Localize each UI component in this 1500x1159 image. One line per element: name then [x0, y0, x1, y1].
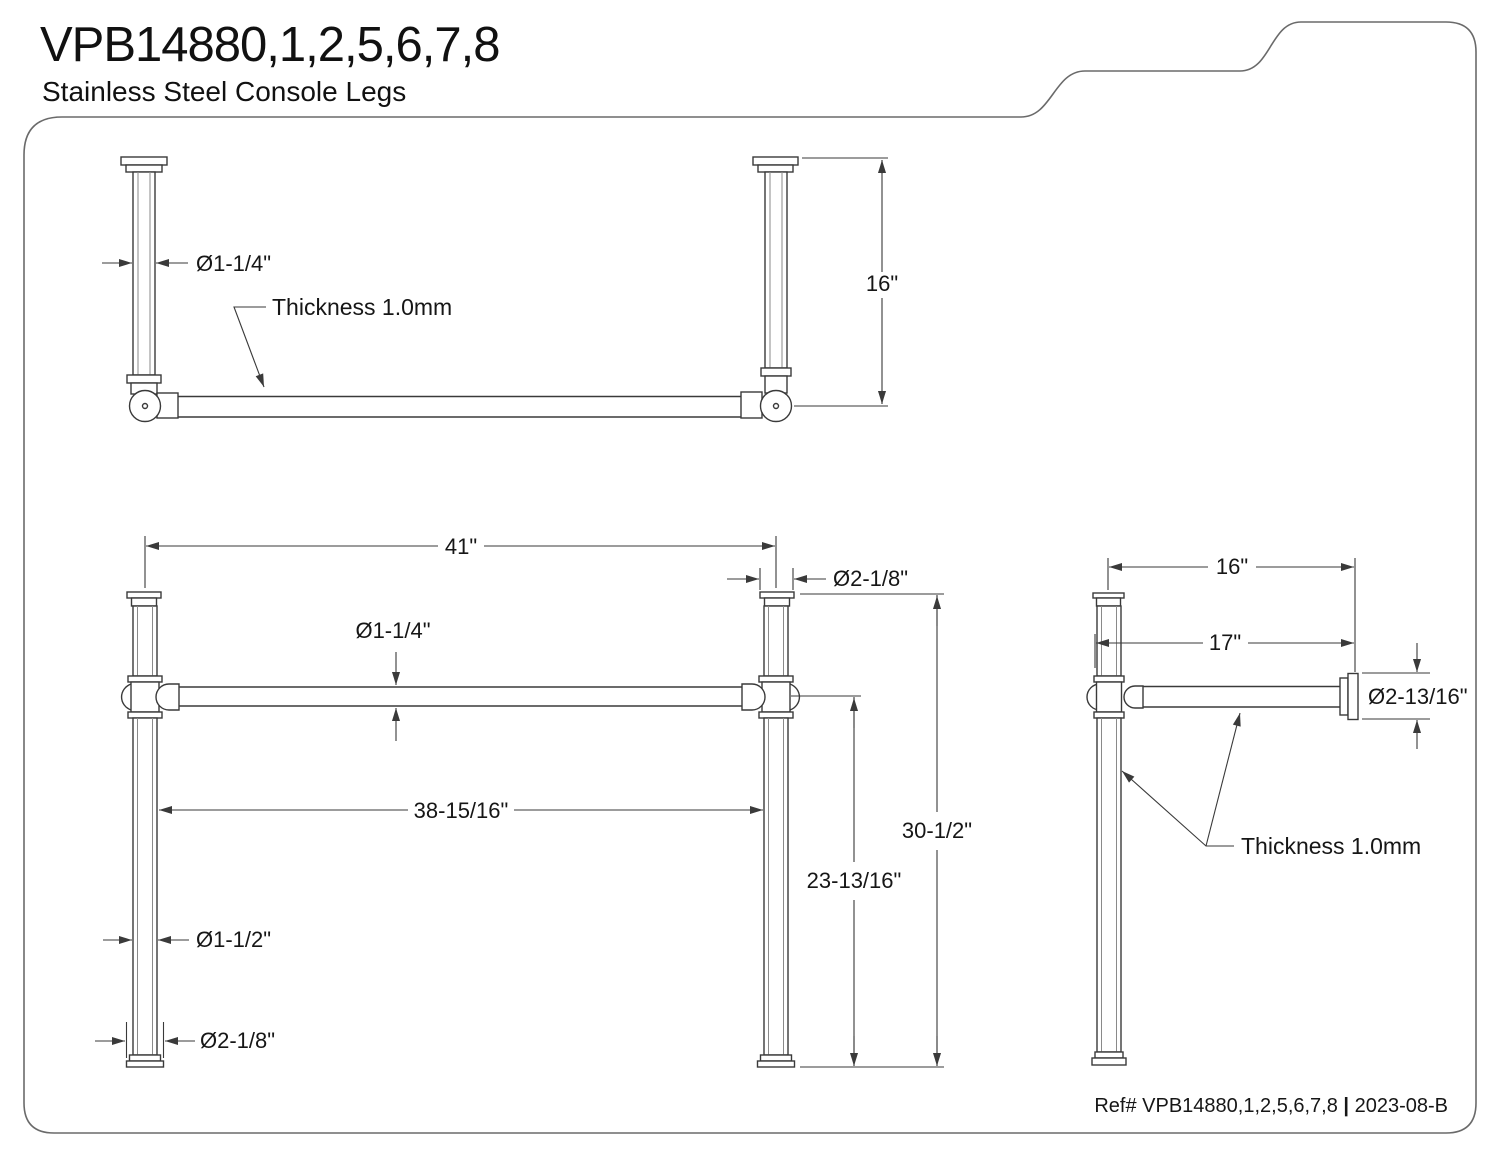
page-title: VPB14880,1,2,5,6,7,8: [40, 18, 500, 72]
leg-top-flange-body: [130, 597, 158, 607]
leg-center-hole: [141, 402, 149, 410]
top-view: [120, 156, 799, 423]
base-flange: [1091, 1057, 1127, 1066]
wall-flange-plate: [120, 156, 168, 166]
sheet-border: [23, 21, 1477, 1134]
dim-wall-flange-diameter-label: Ø2-13/16": [1368, 684, 1468, 709]
thickness-leader: [1205, 712, 1241, 847]
thickness-leader: [1121, 770, 1234, 847]
side-tube: [132, 171, 156, 376]
leg-tube-lower: [1096, 717, 1122, 1053]
dim-leg-diameter-label: Ø1-1/2": [196, 927, 271, 952]
reference-number: Ref# VPB14880,1,2,5,6,7,8 | 2023-08-B: [1094, 1095, 1448, 1117]
ref-revision: 2023-08-B: [1349, 1095, 1448, 1117]
side-view-dimensions: 16" 17" Ø2-13/16" Thickness 1.0mm: [1094, 554, 1468, 859]
tee-collar: [127, 711, 163, 719]
leg-tube-lower: [132, 717, 158, 1056]
leg-top-flange-body: [1095, 597, 1122, 607]
dim-overall-width-label: 41": [445, 534, 477, 559]
leg-top-circle: [128, 389, 162, 423]
top-view-dimensions: Ø1-1/4" Thickness 1.0mm 16": [102, 157, 898, 407]
tee-body: [761, 681, 791, 713]
ref-label: Ref# VPB14880,1,2,5,6,7,8: [1094, 1095, 1343, 1117]
crossbar-socket: [741, 683, 766, 711]
tee-collar: [126, 374, 162, 384]
leg-tube-lower: [763, 717, 789, 1056]
leg-top-flange-body: [763, 597, 791, 607]
wall-flange-plate: [1347, 672, 1359, 721]
dim-tube-diameter-label: Ø1-1/4": [196, 251, 271, 276]
tee-ball-arc: [1086, 683, 1101, 711]
base-flange-step: [1094, 1051, 1124, 1059]
leg-tube-upper: [132, 605, 158, 677]
tee-collar: [1093, 711, 1125, 719]
tee-socket: [740, 391, 763, 419]
thickness-leader: [233, 306, 266, 388]
tee-collar: [758, 675, 794, 683]
dim-depth-overall-label: 17": [1209, 630, 1241, 655]
tee-collar: [1093, 675, 1125, 683]
tee-collar: [758, 711, 794, 719]
dim-depth-center-label: 16": [1216, 554, 1248, 579]
tee-collar: [760, 367, 792, 377]
base-flange: [756, 1060, 796, 1068]
wall-flange-step: [757, 164, 794, 173]
tee-ball-arc: [789, 683, 801, 711]
dim-inner-width-label: 38-15/16": [414, 798, 509, 823]
tee-ball-arc: [120, 683, 132, 711]
tube-socket: [1123, 685, 1144, 709]
wall-flange-step: [125, 164, 163, 173]
page-subtitle: Stainless Steel Console Legs: [42, 76, 406, 107]
dim-leg-top-diameter-label: Ø2-1/8": [833, 566, 908, 591]
leg-top-flange: [126, 591, 162, 599]
thickness-note-label: Thickness 1.0mm: [272, 294, 452, 320]
front-view: [120, 591, 801, 1068]
crossbar-socket: [155, 683, 180, 711]
leg-tube-upper: [1096, 605, 1122, 677]
leg-tube-upper: [763, 605, 789, 677]
dim-crossbar-diameter-label: Ø1-1/4": [355, 618, 430, 643]
leg-center-hole: [772, 402, 780, 410]
dim-depth-label: 16": [866, 271, 898, 296]
tee-body: [130, 681, 160, 713]
dim-crossbar-height-label: 23-13/16": [807, 868, 902, 893]
side-view: [1086, 592, 1359, 1066]
side-tube: [764, 171, 788, 369]
dim-base-diameter-label: Ø2-1/8": [200, 1028, 275, 1053]
leg-top-circle: [759, 389, 793, 423]
base-flange-step: [759, 1054, 793, 1062]
front-view-dimensions: 41" Ø2-1/8" Ø1-1/4" 38-15/16" Ø1-1/2" Ø2…: [95, 534, 972, 1068]
tee-collar: [127, 675, 163, 683]
dim-overall-height-label: 30-1/2": [902, 818, 972, 843]
leg-top-flange: [759, 591, 795, 599]
leg-top-flange: [1092, 592, 1125, 599]
ref-separator: |: [1343, 1095, 1349, 1117]
wall-flange-plate: [752, 156, 799, 166]
thickness-note-label: Thickness 1.0mm: [1241, 833, 1421, 859]
tee-body: [1095, 681, 1123, 713]
base-flange: [125, 1060, 165, 1068]
base-flange-step: [128, 1054, 162, 1062]
wall-flange-step: [1339, 677, 1349, 716]
